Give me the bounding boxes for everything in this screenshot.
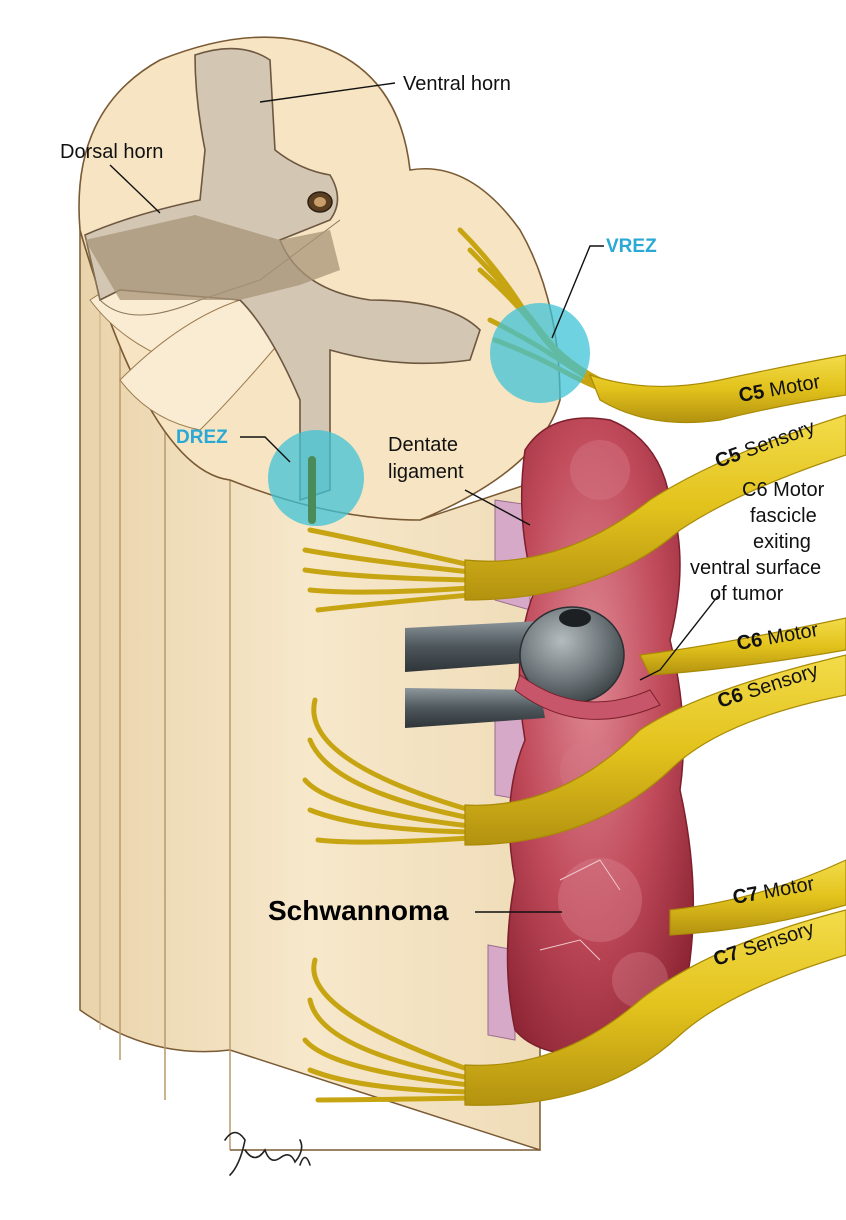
label-ventral-horn: Ventral horn — [403, 73, 511, 95]
surgical-instrument — [405, 606, 661, 728]
zone-highlights — [268, 303, 590, 526]
artist-signature — [224, 1131, 311, 1176]
label-drez: DREZ — [176, 427, 228, 448]
spinal-cord — [79, 229, 541, 1152]
label-vrez: VREZ — [606, 236, 657, 257]
label-dentate-1: Dentate — [388, 434, 458, 456]
label-dorsal-horn: Dorsal horn — [60, 141, 163, 163]
cord-cross-section — [78, 36, 561, 521]
text-labels: Ventral horn Dorsal horn VREZ DREZ Denta… — [60, 73, 825, 926]
label-c6-note-4: ventral surface — [690, 557, 821, 579]
label-c7-motor: C7 Motor — [731, 873, 816, 909]
nerve-trunks — [464, 354, 846, 1106]
label-c6-note-2: fascicle — [750, 505, 817, 527]
label-c6-note-5: of tumor — [710, 583, 784, 605]
label-c6-note-3: exiting — [753, 531, 811, 553]
label-dentate-2: ligament — [388, 461, 464, 483]
label-c6-note-1: C6 Motor — [742, 479, 825, 501]
label-schwannoma: Schwannoma — [268, 895, 449, 926]
leader-lines — [109, 82, 719, 913]
